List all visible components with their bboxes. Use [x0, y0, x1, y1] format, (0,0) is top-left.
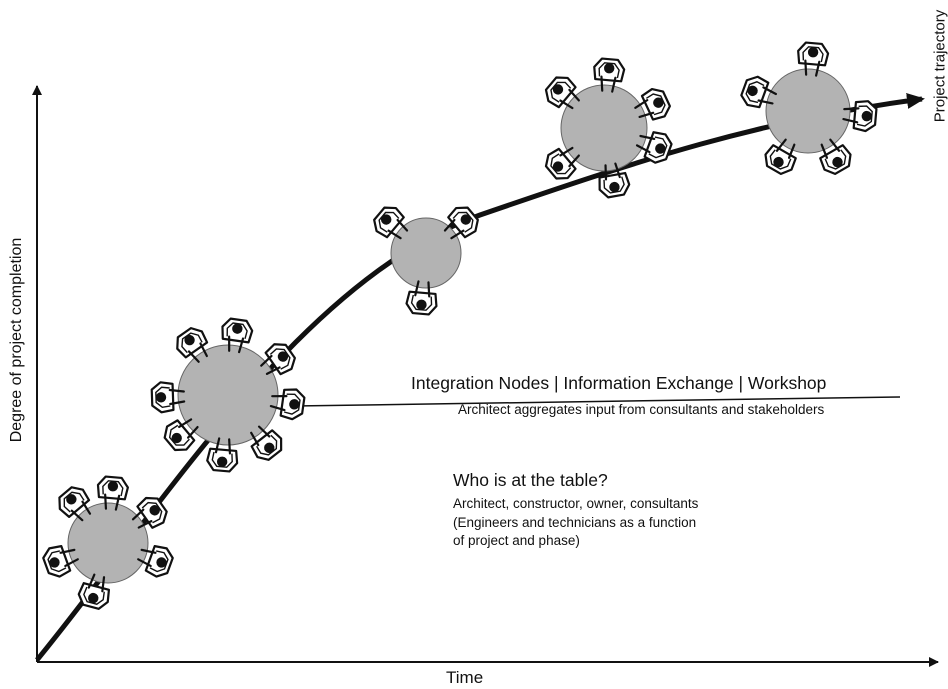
- node-4: [541, 58, 673, 199]
- table-circle: [561, 85, 647, 171]
- trajectory-label: Project trajectory: [932, 10, 948, 123]
- y-axis-label: Degree of project completion: [8, 238, 26, 443]
- table-circle: [391, 218, 461, 288]
- who-line: of project and phase): [453, 532, 698, 551]
- node-5: [739, 42, 877, 177]
- integration-title: Integration Nodes | Information Exchange…: [411, 373, 826, 394]
- who-line: (Engineers and technicians as a function: [453, 514, 698, 533]
- node-1: [41, 476, 175, 611]
- table-circle: [68, 503, 148, 583]
- x-axis-label: Time: [446, 668, 483, 688]
- node-3: [370, 202, 483, 315]
- who-line: Architect, constructor, owner, consultan…: [453, 495, 698, 514]
- who-title: Who is at the table?: [453, 470, 608, 491]
- node-2: [151, 318, 305, 472]
- who-description: Architect, constructor, owner, consultan…: [453, 495, 698, 551]
- table-circle: [766, 69, 850, 153]
- integration-subtitle: Architect aggregates input from consulta…: [458, 402, 824, 417]
